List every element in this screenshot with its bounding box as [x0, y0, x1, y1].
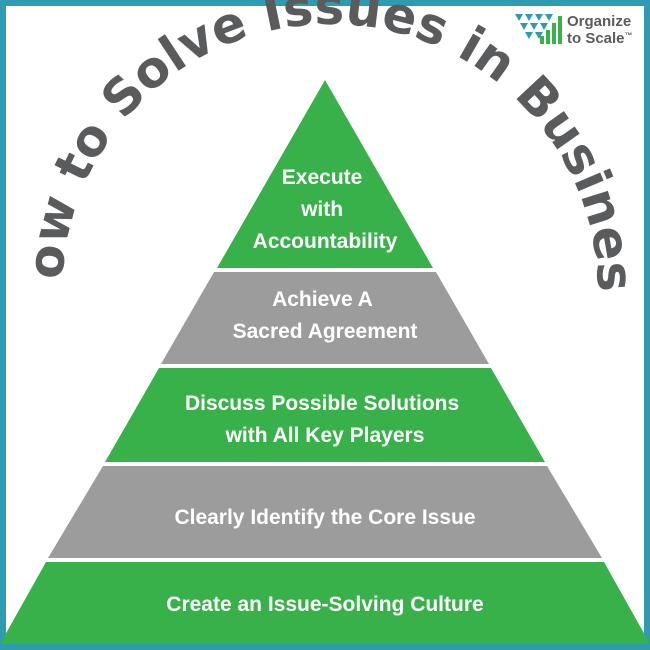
tier-5-label: Create an Issue-Solving Culture — [166, 593, 483, 616]
tier-3-discuss — [105, 368, 545, 462]
tier-1-label: Execute with Accountability — [253, 166, 398, 253]
logo-mark-icon — [515, 14, 553, 39]
tier-1-execute — [217, 80, 433, 268]
organize-to-scale-logo: Organize to Scale™ — [515, 13, 633, 47]
tier-3-label: Discuss Possible Solutions with All Key … — [185, 392, 465, 447]
logo-line-2: to Scale™ — [567, 30, 633, 47]
tier-4-identify — [48, 466, 602, 558]
tier-2-agreement — [161, 272, 489, 364]
tier-2-label: Achieve A Sacred Agreement — [233, 288, 418, 343]
tier-5-culture — [0, 562, 650, 644]
logo-line-1: Organize — [567, 13, 631, 30]
logo-bars-icon — [540, 16, 562, 44]
tier-4-label: Clearly Identify the Core Issue — [174, 506, 475, 529]
